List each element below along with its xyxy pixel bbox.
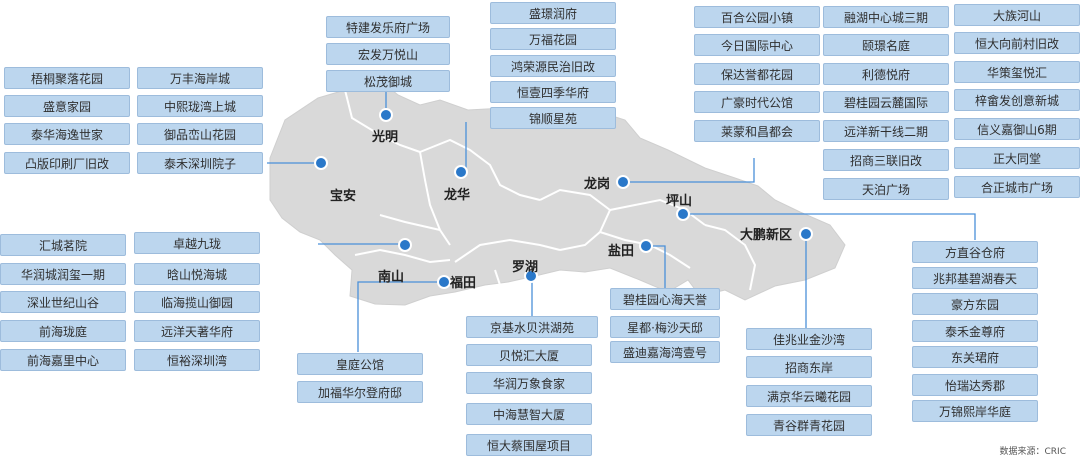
- district-label-dapeng: 大鹏新区: [740, 228, 793, 243]
- project-box[interactable]: 锦顺星苑: [490, 107, 616, 129]
- project-box[interactable]: 星都·梅沙天邸: [610, 316, 720, 338]
- project-box[interactable]: 万丰海岸城: [137, 67, 263, 89]
- project-box[interactable]: 中海慧智大厦: [466, 403, 592, 425]
- district-label-longgang: 龙岗: [584, 177, 611, 192]
- project-box[interactable]: 华策玺悦汇: [954, 61, 1080, 83]
- shenzhen-outline: [269, 79, 846, 306]
- project-box[interactable]: 万福花园: [490, 28, 616, 50]
- project-box[interactable]: 利德悦府: [823, 63, 949, 85]
- district-label-futian: 福田: [450, 276, 477, 291]
- project-box[interactable]: 松茂御城: [326, 70, 450, 92]
- dot-guangming[interactable]: [379, 108, 393, 122]
- leader-lines: [267, 92, 976, 352]
- project-box[interactable]: 招商东岸: [746, 356, 872, 378]
- dot-baoan[interactable]: [314, 156, 328, 170]
- project-box[interactable]: 佳兆业金沙湾: [746, 328, 872, 350]
- project-box[interactable]: 信义嘉御山6期: [954, 118, 1080, 140]
- project-box[interactable]: 前海嘉里中心: [0, 349, 126, 371]
- project-box[interactable]: 凸版印刷厂旧改: [4, 152, 130, 174]
- project-box[interactable]: 莱蒙和昌都会: [694, 120, 820, 142]
- district-label-luohu: 罗湖: [512, 260, 539, 275]
- project-box[interactable]: 御品峦山花园: [137, 123, 263, 145]
- project-box[interactable]: 泰禾深圳院子: [137, 152, 263, 174]
- project-box[interactable]: 盛意家园: [4, 95, 130, 117]
- project-box[interactable]: 万锦熙岸华庭: [912, 400, 1038, 422]
- dot-yantian[interactable]: [639, 239, 653, 253]
- dot-dapeng[interactable]: [799, 227, 813, 241]
- project-box[interactable]: 鸿荣源民治旧改: [490, 55, 616, 77]
- project-box[interactable]: 合正城市广场: [954, 176, 1080, 198]
- project-box[interactable]: 大族河山: [954, 4, 1080, 26]
- project-box[interactable]: 晗山悦海城: [134, 263, 260, 285]
- dot-luohu[interactable]: [524, 269, 538, 283]
- project-box[interactable]: 恒大蔡围屋项目: [466, 434, 592, 456]
- project-box[interactable]: 泰华海逸世家: [4, 123, 130, 145]
- project-box[interactable]: 碧桂园心海天誉: [610, 288, 720, 310]
- project-box[interactable]: 颐璟名庭: [823, 34, 949, 56]
- district-label-longhua: 龙华: [444, 188, 471, 203]
- project-box[interactable]: 恒壹四季华府: [490, 81, 616, 103]
- district-label-nanshan: 南山: [378, 270, 405, 285]
- project-box[interactable]: 泰禾金尊府: [912, 320, 1038, 342]
- project-box[interactable]: 青谷群青花园: [746, 414, 872, 436]
- project-box[interactable]: 卓越九珑: [134, 232, 260, 254]
- dot-nanshan[interactable]: [398, 238, 412, 252]
- project-box[interactable]: 百合公园小镇: [694, 6, 820, 28]
- project-box[interactable]: 宏发万悦山: [326, 43, 450, 65]
- project-box[interactable]: 特建发乐府广场: [326, 16, 450, 38]
- data-source-note: 数据来源：CRIC: [999, 447, 1066, 457]
- project-box[interactable]: 满京华云曦花园: [746, 385, 872, 407]
- project-box[interactable]: 盛璟润府: [490, 2, 616, 24]
- project-box[interactable]: 盛迪嘉海湾壹号: [610, 341, 720, 363]
- dot-longhua[interactable]: [454, 165, 468, 179]
- district-label-baoan: 宝安: [330, 189, 357, 204]
- project-box[interactable]: 前海珑庭: [0, 320, 126, 342]
- project-box[interactable]: 今日国际中心: [694, 34, 820, 56]
- project-box[interactable]: 远洋新干线二期: [823, 120, 949, 142]
- dot-longgang[interactable]: [616, 175, 630, 189]
- project-box[interactable]: 华润万象食家: [466, 372, 592, 394]
- project-box[interactable]: 保达誉都花园: [694, 63, 820, 85]
- project-box[interactable]: 兆邦基碧湖春天: [912, 267, 1038, 289]
- project-box[interactable]: 临海揽山御园: [134, 291, 260, 313]
- project-box[interactable]: 恒大向前村旧改: [954, 32, 1080, 54]
- district-label-yantian: 盐田: [608, 244, 635, 259]
- project-box[interactable]: 正大同堂: [954, 147, 1080, 169]
- project-box[interactable]: 汇城茗院: [0, 234, 126, 256]
- project-box[interactable]: 京基水贝洪湖苑: [466, 316, 598, 338]
- project-box[interactable]: 招商三联旧改: [823, 149, 949, 171]
- project-box[interactable]: 东关珺府: [912, 346, 1038, 368]
- district-label-guangming: 光明: [372, 130, 399, 145]
- project-box[interactable]: 贝悦汇大厦: [466, 344, 592, 366]
- project-box[interactable]: 深业世纪山谷: [0, 291, 126, 313]
- dot-futian[interactable]: [437, 275, 451, 289]
- project-box[interactable]: 广豪时代公馆: [694, 91, 820, 113]
- location-dots: [314, 108, 813, 289]
- project-box[interactable]: 梧桐聚落花园: [4, 67, 130, 89]
- dot-pingshan[interactable]: [676, 207, 690, 221]
- project-box[interactable]: 方直谷仓府: [912, 241, 1038, 263]
- project-box[interactable]: 加福华尔登府邸: [297, 381, 423, 403]
- project-box[interactable]: 华润城润玺一期: [0, 263, 126, 285]
- project-box[interactable]: 恒裕深圳湾: [134, 349, 260, 371]
- project-box[interactable]: 怡瑞达秀郡: [912, 374, 1038, 396]
- project-box[interactable]: 豪方东园: [912, 293, 1038, 315]
- project-box[interactable]: 碧桂园云麓国际: [823, 91, 949, 113]
- district-label-pingshan: 坪山: [666, 194, 693, 209]
- project-box[interactable]: 融湖中心城三期: [823, 6, 949, 28]
- project-box[interactable]: 远洋天著华府: [134, 320, 260, 342]
- project-box[interactable]: 梓畲发创意新城: [954, 89, 1080, 111]
- project-box[interactable]: 中熙珑湾上城: [137, 95, 263, 117]
- project-box[interactable]: 皇庭公馆: [297, 353, 423, 375]
- project-box[interactable]: 天泊广场: [823, 178, 949, 200]
